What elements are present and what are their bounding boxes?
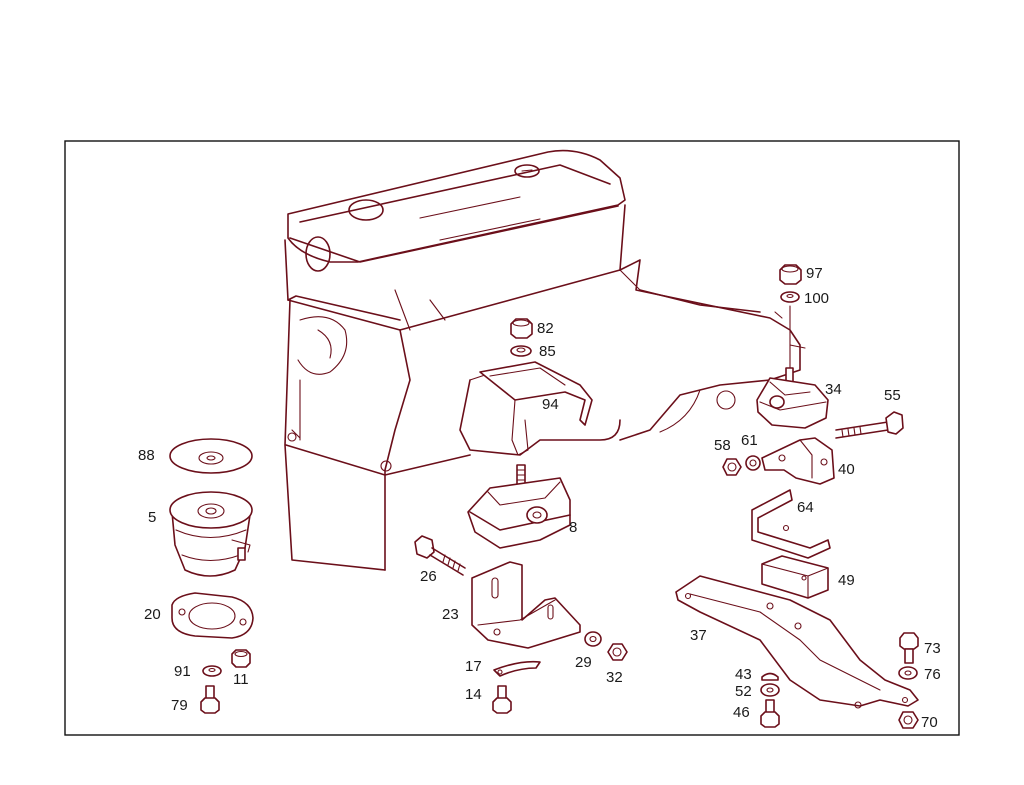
part-91-washer <box>202 665 222 677</box>
callout-64: 64 <box>797 499 814 516</box>
part-34-transmission-mount <box>756 367 829 429</box>
part-64-bracket <box>751 489 831 559</box>
callout-29: 29 <box>575 654 592 671</box>
part-82-nut <box>510 318 533 339</box>
engine-block <box>284 149 806 571</box>
part-46-bolt <box>760 699 780 728</box>
part-73-bolt <box>899 632 919 664</box>
callout-73: 73 <box>924 640 941 657</box>
callout-40: 40 <box>838 461 855 478</box>
part-97-nut <box>779 264 802 285</box>
part-17-clip <box>493 660 541 677</box>
part-14-bolt <box>492 685 512 714</box>
part-76-washer <box>898 666 918 680</box>
callout-82: 82 <box>537 320 554 337</box>
callout-46: 46 <box>733 704 750 721</box>
callout-52: 52 <box>735 683 752 700</box>
part-88-cup <box>169 438 253 474</box>
part-70-nut <box>898 711 919 729</box>
part-61-washer <box>745 455 761 471</box>
part-8-engine-mount <box>467 464 571 549</box>
callout-14: 14 <box>465 686 482 703</box>
callout-94: 94 <box>542 396 559 413</box>
callout-79: 79 <box>171 697 188 714</box>
part-23-bracket <box>471 561 581 649</box>
part-37-crossmember <box>675 575 919 709</box>
part-32-nut <box>607 643 628 661</box>
part-5-rear-mount <box>169 491 253 577</box>
part-43-washer <box>761 672 779 681</box>
callout-34: 34 <box>825 381 842 398</box>
callout-43: 43 <box>735 666 752 683</box>
part-85-washer <box>510 345 532 357</box>
diagram-frame <box>64 140 960 736</box>
part-11-nut <box>231 649 251 668</box>
part-55-bolt <box>835 411 904 439</box>
callout-26: 26 <box>420 568 437 585</box>
callout-8: 8 <box>569 519 577 536</box>
callout-61: 61 <box>741 432 758 449</box>
callout-58: 58 <box>714 437 731 454</box>
part-94-bracket <box>479 361 593 456</box>
part-26-bolt <box>414 535 466 576</box>
callout-23: 23 <box>442 606 459 623</box>
part-52-washer <box>760 683 780 697</box>
part-29-washer <box>584 631 602 647</box>
callout-97: 97 <box>806 265 823 282</box>
callout-11: 11 <box>233 671 249 688</box>
part-79-bolt <box>200 685 220 714</box>
callout-100: 100 <box>804 290 829 307</box>
callout-88: 88 <box>138 447 155 464</box>
callout-70: 70 <box>921 714 938 731</box>
part-40-bracket <box>761 437 835 485</box>
callout-32: 32 <box>606 669 623 686</box>
part-49-spacer-block <box>761 555 829 599</box>
callout-55: 55 <box>884 387 901 404</box>
callout-20: 20 <box>144 606 161 623</box>
callout-17: 17 <box>465 658 482 675</box>
callout-76: 76 <box>924 666 941 683</box>
callout-37: 37 <box>690 627 707 644</box>
callout-labels: 97 100 82 85 94 34 55 58 61 40 88 5 8 64… <box>138 265 941 731</box>
callout-49: 49 <box>838 572 855 589</box>
part-100-washer <box>780 291 800 303</box>
part-58-nut <box>722 458 742 476</box>
callout-91: 91 <box>174 663 191 680</box>
part-20-gasket <box>171 592 254 639</box>
callout-5: 5 <box>148 509 156 526</box>
callout-85: 85 <box>539 343 556 360</box>
